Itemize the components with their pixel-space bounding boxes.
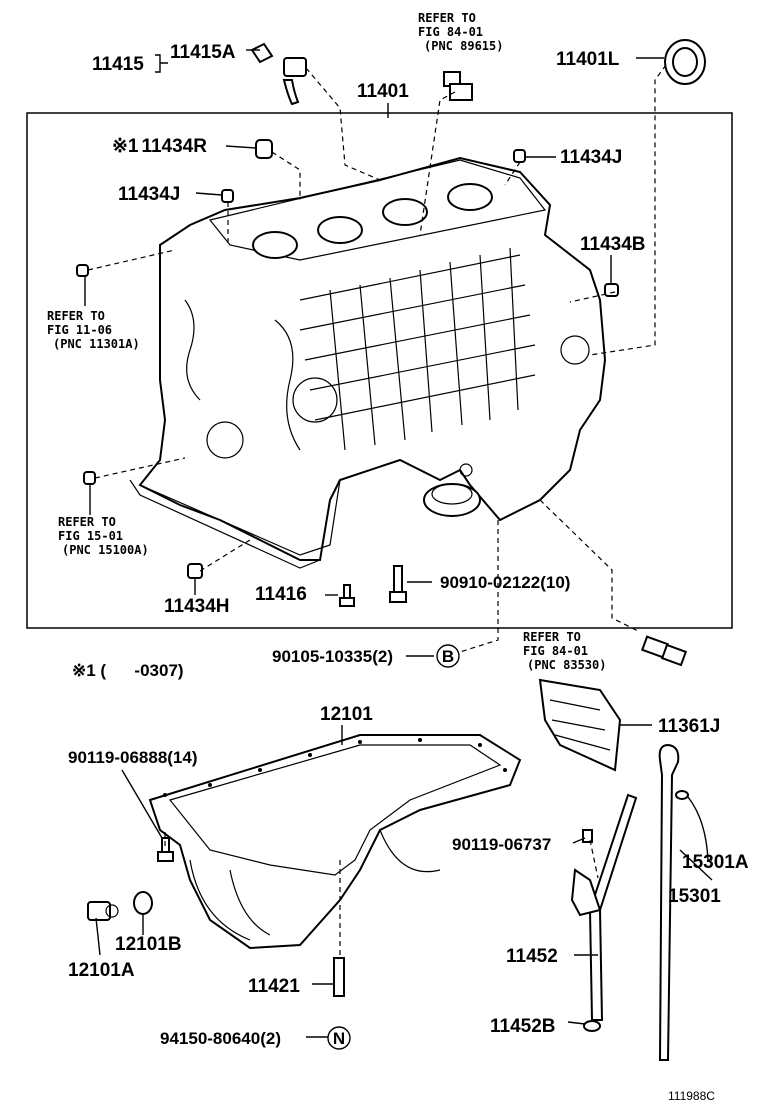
- circle-b-letter: B: [442, 647, 454, 666]
- bore-4: [447, 183, 493, 211]
- label-15301A: 15301A: [682, 852, 749, 873]
- bolt-90910: [389, 565, 407, 603]
- dipstick-15301: [658, 743, 680, 1061]
- label-11434H: 11434H: [164, 596, 230, 617]
- refer-fig: FIG 84-01: [418, 25, 483, 39]
- plug-11434J-right: [513, 149, 526, 163]
- stud-11421: [333, 957, 345, 997]
- label-90910: 90910-02122(10): [440, 573, 570, 592]
- label-11415: 11415: [92, 54, 144, 75]
- label-11401: 11401: [357, 81, 409, 102]
- label-11434J-left: 11434J: [118, 184, 180, 205]
- baffle-11361J: [538, 678, 622, 772]
- refer-84-01-top: REFER TO FIG 84-01 (PNC 89615): [418, 11, 503, 53]
- illustration-code: 111988C: [668, 1089, 715, 1103]
- oil-pan-12101: [148, 734, 522, 950]
- refer-fig: FIG 11-06: [47, 323, 112, 337]
- refer-line: REFER TO: [58, 515, 116, 529]
- refer-pnc: (PNC 11301A): [53, 337, 140, 351]
- refer-84-01-bottom: REFER TO FIG 84-01 (PNC 83530): [523, 630, 606, 672]
- label-15301: 15301: [668, 886, 721, 907]
- circle-n-letter: N: [333, 1029, 345, 1048]
- label-11434B: 11434B: [580, 234, 646, 255]
- drain-plug-12101A: [87, 901, 119, 921]
- leader-lines: [84, 49, 713, 1038]
- plug-refer-1501: [83, 471, 96, 485]
- plug-refer-1106: [76, 264, 89, 277]
- refer-fig: FIG 15-01: [58, 529, 123, 543]
- label-94150: 94150-80640(2): [160, 1029, 281, 1048]
- bore-3: [382, 198, 428, 226]
- label-11361J: 11361J: [658, 716, 720, 737]
- label-90119-06888: 90119-06888(14): [68, 748, 198, 767]
- bolt-11416: [339, 584, 355, 607]
- dashed-guides: [87, 64, 667, 955]
- label-11415A: 11415A: [170, 42, 236, 63]
- part-11415: [250, 42, 307, 106]
- label-11434R-text: 11434R: [141, 136, 207, 157]
- oil-seal-11401L: [664, 39, 706, 85]
- refer-fig: FIG 84-01: [523, 644, 588, 658]
- refer-line: REFER TO: [523, 630, 581, 644]
- circle-n: [327, 1026, 351, 1050]
- mark-1: ※1: [112, 136, 139, 157]
- label-11434J-right: 11434J: [560, 147, 622, 168]
- refer-pnc: (PNC 15100A): [62, 543, 149, 557]
- plug-11434J-left: [221, 189, 234, 203]
- refer-pnc: (PNC 83530): [527, 658, 606, 672]
- cylinder-block-drawing: [129, 156, 607, 569]
- dipstick-guide-11452: [570, 793, 638, 1021]
- gasket-12101B: [133, 891, 153, 915]
- label-12101B: 12101B: [115, 934, 182, 955]
- refer-11-06: REFER TO FIG 11-06 (PNC 11301A): [47, 309, 140, 351]
- label-11401L: 11401L: [556, 49, 620, 70]
- refer-pnc: (PNC 89615): [424, 39, 503, 53]
- label-11416: 11416: [255, 584, 307, 605]
- label-11421: 11421: [248, 976, 300, 997]
- plug-11434R: [255, 139, 273, 159]
- sensor-83530: [640, 635, 688, 667]
- label-12101: 12101: [320, 704, 373, 725]
- refer-15-01: REFER TO FIG 15-01 (PNC 15100A): [58, 515, 149, 557]
- label-12101A: 12101A: [68, 960, 135, 981]
- refer-line: REFER TO: [418, 11, 476, 25]
- block-frame: [26, 112, 733, 629]
- note-0307: ※1 ( -0307): [72, 661, 184, 680]
- label-90105: 90105-10335(2): [272, 647, 393, 666]
- plug-11434B: [604, 283, 619, 297]
- bore-1: [252, 231, 298, 259]
- oring-15301A: [675, 790, 689, 800]
- sensor-89615: [443, 71, 473, 101]
- label-11452B: 11452B: [490, 1016, 556, 1037]
- plug-11434H: [187, 563, 203, 579]
- refer-line: REFER TO: [47, 309, 105, 323]
- circle-b: [436, 644, 460, 668]
- label-11452: 11452: [506, 946, 558, 967]
- oring-11452B: [583, 1020, 601, 1032]
- bore-2: [317, 216, 363, 244]
- label-90119-06737: 90119-06737: [452, 835, 551, 854]
